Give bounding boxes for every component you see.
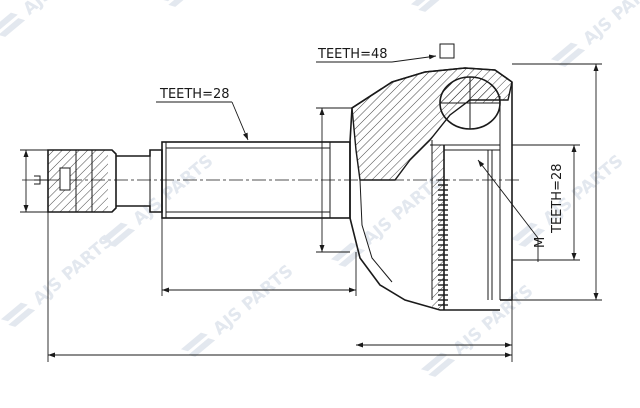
watermark-text: AJS PARTS xyxy=(19,0,107,19)
watermark-text: AJS PARTS xyxy=(29,231,117,309)
watermark: AJS PARTS xyxy=(331,171,447,267)
leader-lines xyxy=(156,43,539,262)
watermark: AJS PARTS xyxy=(1,231,117,327)
watermark-text: AJS PARTS xyxy=(579,0,640,49)
watermark-logo xyxy=(0,12,26,37)
label-thread: M xyxy=(533,237,548,248)
watermark-logo xyxy=(181,332,216,357)
label-shaft-teeth: TEETH=28 xyxy=(159,87,230,102)
watermark-logo xyxy=(161,0,196,7)
watermark-text: AJS PARTS xyxy=(449,281,537,359)
watermark: AJS PARTS xyxy=(181,261,297,357)
watermark-logo xyxy=(101,222,136,247)
watermark-logo xyxy=(331,242,366,267)
watermark: AJS PARTS xyxy=(511,151,627,247)
watermark-text: AJS PARTS xyxy=(209,261,297,339)
joint-body xyxy=(349,67,513,311)
abs-ring xyxy=(438,179,448,306)
dimensions xyxy=(20,63,602,362)
watermark: AJS PARTS xyxy=(0,0,107,37)
label-inner-teeth: TEETH=28 xyxy=(550,163,565,234)
watermark-logo xyxy=(411,0,446,12)
watermark: AJS PARTS xyxy=(101,151,217,247)
threaded-stub xyxy=(34,149,117,213)
watermark-logo xyxy=(1,302,36,327)
watermark-logo xyxy=(421,352,456,377)
watermark-logo xyxy=(551,42,586,67)
label-outer-teeth: TEETH=48 xyxy=(317,47,388,62)
watermark: AJS PARTS xyxy=(411,0,446,12)
watermark: AJS PARTS xyxy=(161,0,196,7)
watermark-logo xyxy=(511,222,546,247)
watermark: AJS PARTS xyxy=(551,0,640,67)
